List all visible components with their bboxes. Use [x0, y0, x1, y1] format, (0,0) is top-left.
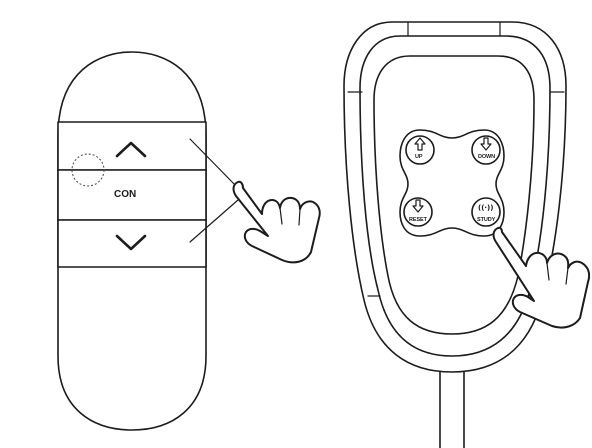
- study-key-label: STUDY: [477, 217, 496, 223]
- study-key[interactable]: ((·)) STUDY: [471, 197, 501, 227]
- callout-line-upper: [189, 138, 239, 189]
- reset-key-label: RESET: [409, 217, 428, 223]
- down-key-label: DOWN: [478, 154, 495, 160]
- left-remote: CON: [57, 51, 321, 431]
- con-label: CON: [114, 189, 136, 200]
- right-remote-face: [373, 55, 535, 335]
- up-button[interactable]: [57, 121, 207, 171]
- down-key[interactable]: DOWN: [471, 135, 501, 165]
- callout-line-lower: [189, 199, 239, 243]
- right-remote-rim: [359, 35, 551, 357]
- arrow-up-icon: [414, 137, 426, 151]
- signal-icon: ((·)): [478, 204, 493, 212]
- right-remote: UP DOWN RESET ((·)) STUDY: [343, 21, 591, 448]
- indicator-light-icon: [71, 153, 105, 187]
- chevron-up-icon: [115, 141, 147, 158]
- con-button[interactable]: [57, 169, 207, 221]
- down-button[interactable]: [57, 219, 207, 268]
- left-hand-pointer-icon: [232, 180, 321, 264]
- up-key[interactable]: UP: [405, 135, 435, 165]
- reset-key[interactable]: RESET: [403, 197, 433, 227]
- arrow-down-icon: [480, 137, 492, 151]
- arrow-down-icon: [412, 199, 424, 213]
- up-key-label: UP: [415, 154, 423, 160]
- chevron-down-icon: [115, 234, 147, 251]
- right-hand-pointer-icon: [492, 226, 591, 329]
